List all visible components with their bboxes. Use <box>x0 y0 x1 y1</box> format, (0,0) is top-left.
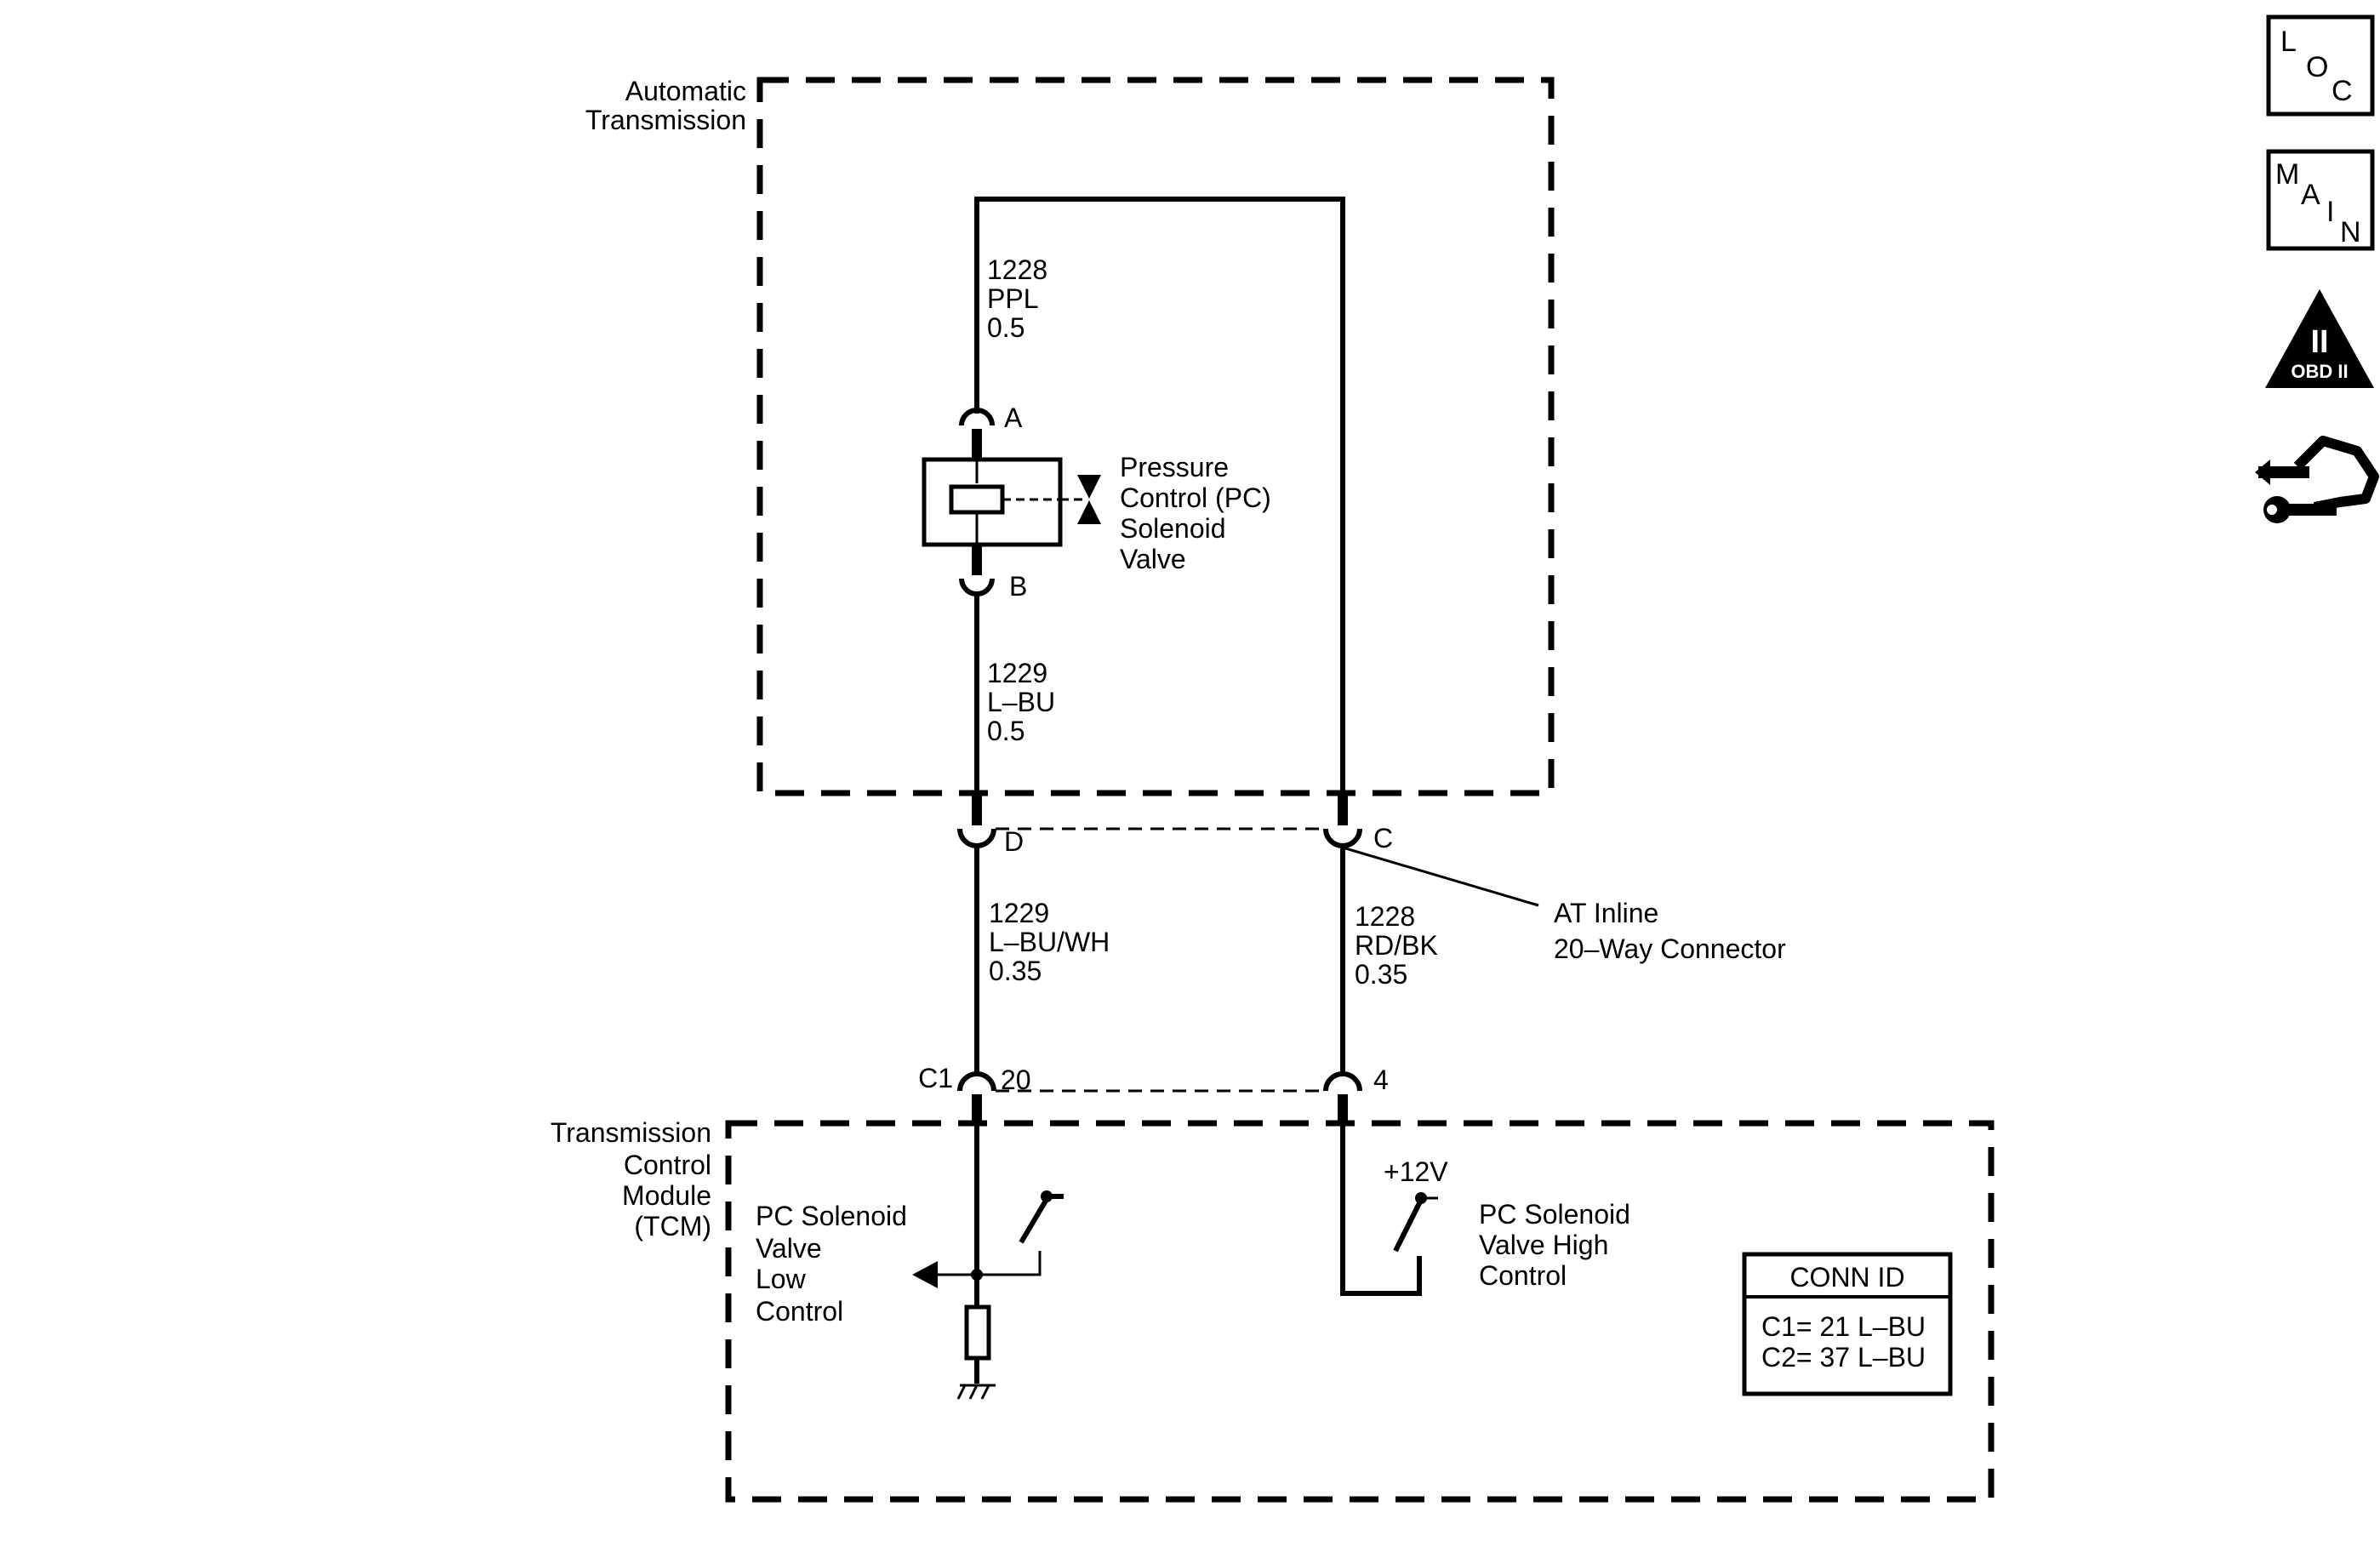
low-control-label-line1: PC Solenoid <box>756 1201 907 1231</box>
automatic-transmission-box: Automatic Transmission <box>585 76 1555 796</box>
conn-id-row-1: C1= 21 L–BU <box>1761 1311 1926 1342</box>
solenoid-pin-b: B <box>959 545 1027 602</box>
wire-low-left-size: 0.35 <box>989 956 1042 986</box>
tcm-pin-4-label: 4 <box>1373 1065 1389 1095</box>
automatic-transmission-label-line1: Automatic <box>625 76 746 106</box>
wire-low-left-circuit: 1229 <box>989 898 1049 928</box>
tcm-label-line3: Module <box>622 1180 711 1211</box>
wire-low-left-color: L–BU/WH <box>989 927 1110 957</box>
pin-a-label: A <box>1004 402 1023 433</box>
low-switch-contact <box>1019 1194 1064 1244</box>
signal-arrow-icon <box>912 1261 938 1288</box>
repair-hand-wrench-icon <box>2255 436 2379 523</box>
pin-a-terminal <box>959 408 995 426</box>
wire-mid-left-size: 0.5 <box>987 716 1024 746</box>
supply-voltage-label: +12V <box>1384 1156 1448 1187</box>
loc-button[interactable]: L O C <box>2266 14 2375 117</box>
wire-mid-left-circuit: 1229 <box>987 658 1047 688</box>
inline-pin-c-terminal <box>1323 828 1362 848</box>
automatic-transmission-outline <box>756 77 1555 796</box>
tcm-pin-20-label: 20 <box>1001 1065 1031 1095</box>
tcm-pin-20-terminal <box>957 1071 996 1092</box>
tcm-pin-4-terminal <box>1323 1071 1362 1092</box>
main-letter-a: A <box>2301 179 2320 211</box>
pin-b-terminal <box>959 578 995 596</box>
wire-top-left-circuit: 1228 <box>987 254 1047 285</box>
wire-low-right-color: RD/BK <box>1355 930 1438 961</box>
loc-letter-o: O <box>2306 51 2328 83</box>
repair-button[interactable] <box>2255 436 2379 523</box>
high-control-label-line3: Control <box>1479 1260 1567 1291</box>
tcm-outline <box>725 1120 1995 1503</box>
obd-ii-icon <box>2265 289 2374 388</box>
low-switch-pivot <box>1041 1190 1053 1202</box>
obd-ii-button[interactable]: II OBD II <box>2265 289 2374 388</box>
low-switch-lead <box>977 1251 1042 1276</box>
main-letter-i: I <box>2326 196 2334 228</box>
low-control-resistor <box>964 1304 991 1361</box>
high-control-line <box>1340 1122 1422 1296</box>
loc-button-frame <box>2266 14 2375 117</box>
inline-connector-leader <box>1342 846 1539 907</box>
inline-connector-label-line2: 20–Way Connector <box>1554 933 1786 964</box>
solenoid-pin-a: A <box>959 402 1023 459</box>
wire-top-left-color: PPL <box>987 283 1038 314</box>
high-control-label-line1: PC Solenoid <box>1479 1199 1630 1230</box>
loc-letter-c: C <box>2331 75 2353 107</box>
high-control-driver: +12V PC Solenoid Valve High Control <box>1340 1122 1630 1296</box>
valve-symbol-icon <box>1077 475 1101 524</box>
inline-pin-c-label: C <box>1373 823 1393 853</box>
wire-low-right-circuit: 1228 <box>1355 901 1415 932</box>
at-inline-connector: D C AT Inline 20–Way Connector <box>957 796 1786 964</box>
solenoid-label-line4: Valve <box>1120 544 1186 574</box>
high-control-label-line2: Valve High <box>1479 1230 1608 1260</box>
tcm-label-line4: (TCM) <box>634 1211 711 1241</box>
main-letter-n: N <box>2340 216 2361 248</box>
conn-id-table: CONN ID C1= 21 L–BU C2= 37 L–BU <box>1742 1252 1953 1396</box>
pin-b-label: B <box>1009 571 1027 602</box>
ground-icon <box>956 1384 996 1400</box>
tcm-box: Transmission Control Module (TCM) <box>551 1117 1995 1503</box>
solenoid-label-line2: Control (PC) <box>1120 482 1271 513</box>
high-switch-contact <box>1393 1198 1424 1253</box>
circuit-1228-loop <box>974 197 1345 796</box>
obd-numeral: II <box>2310 324 2328 360</box>
low-control-label-line3: Low <box>756 1264 807 1294</box>
solenoid-coil <box>949 484 1005 515</box>
upper-wiring: 1228 PPL 0.5 <box>974 197 1345 796</box>
solenoid-label-line1: Pressure <box>1120 452 1229 482</box>
automatic-transmission-label-line2: Transmission <box>585 105 746 135</box>
loc-letter-l: L <box>2280 26 2297 58</box>
tcm-connector-c1: C1 20 4 <box>918 1063 1389 1122</box>
low-control-label-line2: Valve <box>756 1233 822 1264</box>
conn-id-row-2: C2= 37 L–BU <box>1761 1342 1926 1373</box>
tcm-label-line1: Transmission <box>551 1117 711 1148</box>
low-control-driver: PC Solenoid Valve Low Control <box>756 1122 1064 1400</box>
tcm-connector-name: C1 <box>918 1063 953 1093</box>
inline-pin-d-label: D <box>1004 826 1024 857</box>
lower-wiring: 1229 L–BU/WH 0.35 1228 RD/BK 0.35 <box>974 846 1438 1074</box>
obd-label: OBD II <box>2291 361 2348 382</box>
main-letter-m: M <box>2275 158 2299 191</box>
wire-low-right-size: 0.35 <box>1355 959 1407 990</box>
inline-pin-d-terminal <box>957 828 996 848</box>
main-button-frame <box>2266 149 2375 251</box>
pressure-control-solenoid: Pressure Control (PC) Solenoid Valve <box>922 452 1271 574</box>
low-control-label-line4: Control <box>756 1296 843 1327</box>
conn-id-frame <box>1742 1252 1953 1396</box>
tcm-label-line2: Control <box>624 1150 711 1180</box>
conn-id-title: CONN ID <box>1789 1262 1904 1293</box>
wire-mid-left-color: L–BU <box>987 687 1055 717</box>
inline-connector-label-line1: AT Inline <box>1554 898 1658 928</box>
solenoid-label-line3: Solenoid <box>1120 513 1226 544</box>
wire-1229-internal: 1229 L–BU 0.5 <box>974 594 1055 796</box>
high-switch-pivot <box>1415 1192 1427 1204</box>
wire-top-left-size: 0.5 <box>987 312 1024 343</box>
main-button[interactable]: M A I N <box>2266 149 2375 251</box>
